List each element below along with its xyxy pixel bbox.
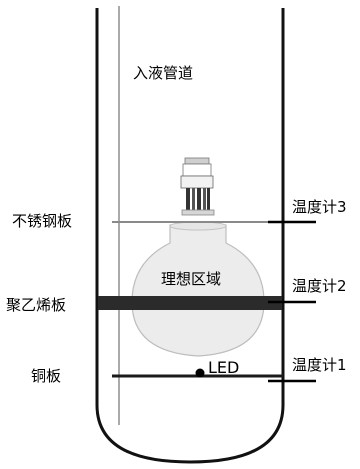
led-label: LED [208,358,240,377]
bulb-neck [169,221,227,231]
thermometer-3-label: 温度计3 [292,198,347,216]
stainless-plate-label: 不锈钢板 [12,212,73,230]
tube-outer-wall [95,8,285,464]
polyethylene-plate [98,296,282,310]
lamp-socket [180,157,215,216]
ideal-zone-label: 理想区域 [161,270,222,288]
pe-plate-label: 聚乙烯板 [6,296,67,314]
thermometer-1-label: 温度计1 [292,356,347,374]
thermometer-2-label: 温度计2 [292,277,347,295]
bulb-glass [131,224,265,357]
copper-plate-label: 铜板 [31,367,62,385]
inlet-pipe-label: 入液管道 [133,64,194,82]
lamp-bulb [131,221,265,357]
led-dot [195,368,205,378]
